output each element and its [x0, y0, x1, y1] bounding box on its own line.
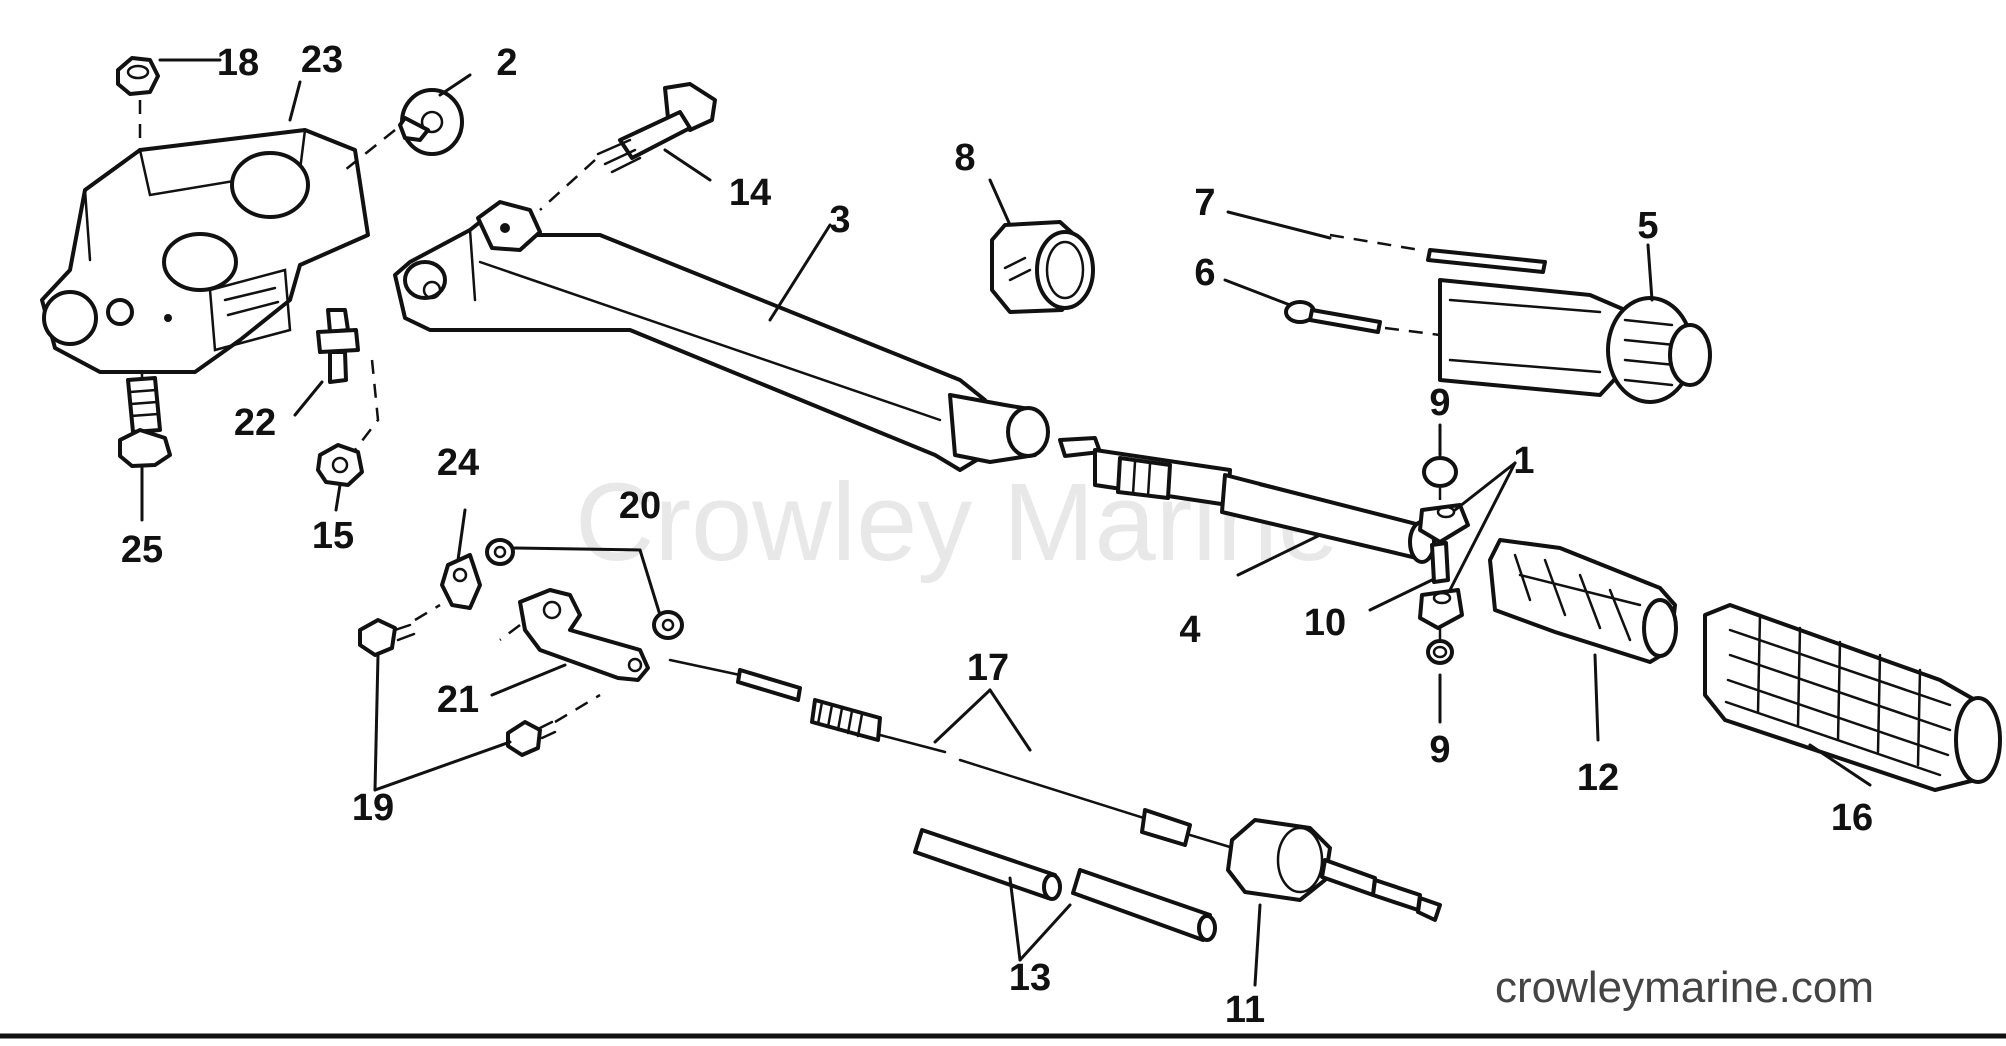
callout-4: 4	[1179, 609, 1200, 651]
callout-6: 6	[1194, 252, 1215, 294]
nut-15-part	[316, 359, 380, 487]
callout-21: 21	[437, 679, 479, 721]
callout-13: 13	[1009, 957, 1051, 999]
callout-3: 3	[829, 199, 850, 241]
callout-14: 14	[729, 172, 771, 214]
callout-20: 20	[619, 485, 661, 527]
callout-11: 11	[1225, 989, 1265, 1031]
pin-7-part	[1329, 233, 1547, 274]
screw-19-bottom-part	[506, 693, 601, 757]
leader-lines	[140, 58, 1872, 987]
cam-1-bottom-part	[1418, 588, 1464, 640]
bracket-housing-part	[40, 128, 370, 374]
cable-end-11-part	[1226, 818, 1442, 922]
tube-13-left-part	[913, 828, 1062, 901]
cable-17-part	[668, 658, 1242, 852]
callout-9-top: 9	[1429, 382, 1450, 424]
link-6-part	[1284, 300, 1441, 337]
callout-9-bottom: 9	[1429, 729, 1450, 771]
callout-24: 24	[437, 442, 479, 484]
washer-20-bottom-part	[652, 610, 684, 640]
cap-9-bottom-part	[1426, 639, 1454, 665]
callout-10: 10	[1304, 602, 1346, 644]
tiller-arm-part	[393, 200, 1050, 472]
callout-2: 2	[496, 42, 517, 84]
callout-22: 22	[234, 402, 276, 444]
bolt-14-part	[539, 82, 717, 211]
cap-9-top-part	[1422, 456, 1458, 500]
callout-8: 8	[954, 137, 975, 179]
screw-19-top-part	[358, 603, 441, 657]
washer-2-part	[344, 88, 464, 171]
nut-18-part	[116, 56, 160, 150]
bolt-25-part	[118, 372, 172, 468]
washer-20-top-part	[485, 538, 515, 566]
callout-labels: 1 2 3 4 5 6 7 8 9 9 10 11 12 13 14 15 16…	[121, 39, 1873, 1031]
clip-24-part	[440, 553, 482, 610]
callout-15: 15	[312, 515, 354, 557]
callout-16: 16	[1831, 797, 1873, 839]
bushing-8-part	[990, 220, 1095, 314]
tube-13-right-part	[1071, 868, 1217, 942]
grease-fitting-22-part	[316, 308, 360, 384]
callout-18: 18	[217, 42, 259, 84]
callout-17: 17	[967, 647, 1009, 689]
callout-12: 12	[1577, 757, 1619, 799]
callout-19: 19	[352, 787, 394, 829]
grip-16-part	[1703, 603, 2002, 792]
link-arm-21-part	[499, 588, 650, 682]
callout-23: 23	[301, 39, 343, 81]
pin-10-part	[1430, 541, 1450, 584]
cam-1-top-part	[1418, 503, 1470, 544]
website-label: crowleymarine.com	[1495, 963, 1874, 1012]
callout-5: 5	[1637, 205, 1658, 247]
throttle-housing-5-part	[1438, 278, 1712, 404]
callout-25: 25	[121, 529, 163, 571]
callout-1: 1	[1513, 440, 1534, 482]
grip-sleeve-12-part	[1488, 538, 1678, 664]
callout-7: 7	[1194, 182, 1215, 224]
throttle-shaft-4-part	[1058, 436, 1436, 564]
